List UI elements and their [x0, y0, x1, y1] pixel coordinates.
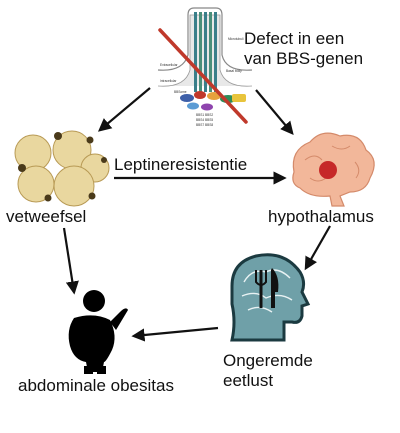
brain-icon [292, 132, 375, 207]
obese-person-icon [68, 290, 128, 374]
leptine-label: Leptineresistentie [114, 155, 247, 174]
svg-text:BBS7 BBS8: BBS7 BBS8 [196, 123, 213, 127]
svg-text:Microtubuli: Microtubuli [228, 37, 244, 41]
head-with-cutlery-icon [230, 253, 311, 342]
svg-text:Extracellular: Extracellular [160, 63, 178, 67]
obesitas-label: abdominale obesitas [18, 376, 174, 395]
fat-cells-icon [14, 130, 110, 207]
arrow-vetweefsel-to-obesitas [62, 227, 79, 295]
arrow-defect-to-vetweefsel [97, 87, 151, 132]
svg-text:Intracellular: Intracellular [160, 79, 177, 83]
ongeremde-label-line2: eetlust [223, 371, 273, 390]
defect-label-line2: van BBS-genen [244, 49, 363, 68]
arrow-head-to-obesitas [131, 326, 219, 342]
defect-label-line1: Defect in een [244, 29, 344, 48]
vetweefsel-label: vetweefsel [6, 207, 86, 226]
arrow-hypothalamus-to-head [304, 225, 331, 271]
cilium-diagram-icon: Microtubuli Extracellular Intracellular … [157, 7, 253, 127]
svg-text:Basal body: Basal body [226, 69, 242, 73]
arrow-defect-to-hypothalamus [255, 89, 294, 136]
svg-text:BBSome: BBSome [174, 90, 187, 94]
arrows [62, 87, 331, 342]
svg-text:BBS1 BBS2: BBS1 BBS2 [196, 113, 213, 117]
svg-text:BBS4 BBS5: BBS4 BBS5 [196, 118, 213, 122]
hypothalamus-label: hypothalamus [268, 207, 374, 226]
ongeremde-label-line1: Ongeremde [223, 351, 313, 370]
